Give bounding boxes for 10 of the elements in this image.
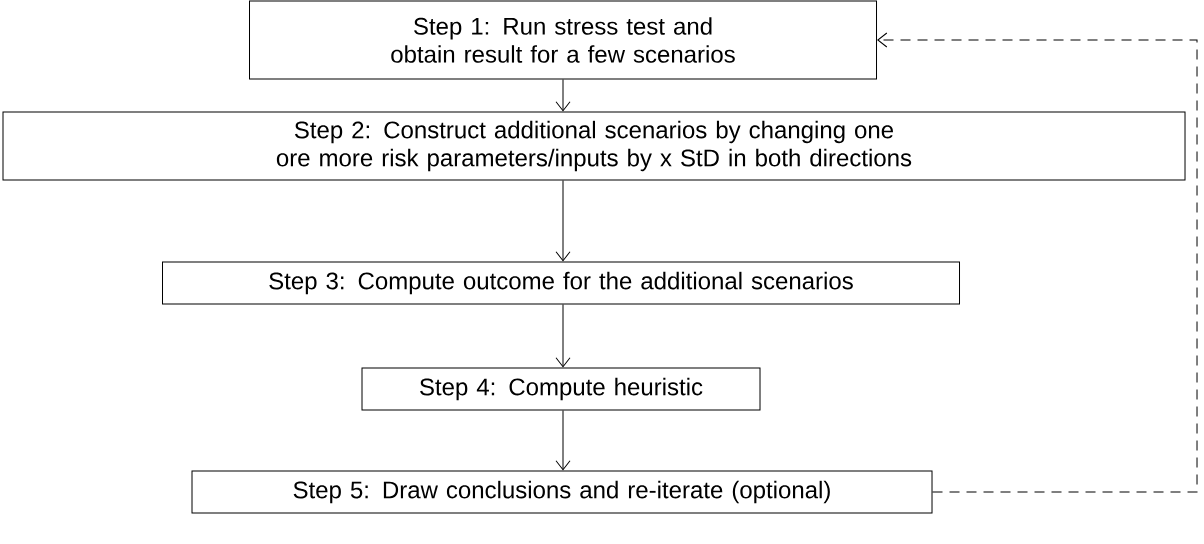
arrow bbox=[555, 79, 571, 112]
process-box: Step 3: Compute outcome for the additional scenarios bbox=[162, 261, 960, 305]
arrow bbox=[555, 304, 571, 368]
process-box: Step 1: Run stress test and obtain result for a few scenarios bbox=[249, 0, 877, 80]
process-box: Step 2: Construct additional scenarios by changing one ore more risk parameters/inputs by x StD in both directions bbox=[2, 111, 1186, 181]
arrow bbox=[555, 180, 571, 262]
process-box: Step 5: Draw conclusions and re-iterate (optional) bbox=[191, 470, 933, 514]
arrow bbox=[877, 32, 1198, 493]
arrow bbox=[555, 410, 571, 471]
process-box: Step 4: Compute heuristic bbox=[361, 367, 761, 411]
